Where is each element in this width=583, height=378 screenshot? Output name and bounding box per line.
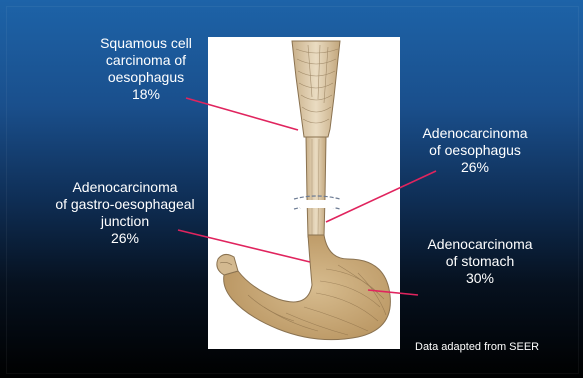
label-adenocarcinoma-gej: Adenocarcinoma of gastro-oesophageal jun… [28,179,222,247]
label-squamous-line2: carcinoma of [58,52,234,69]
label-adeno-oes-percent: 26% [390,159,560,176]
label-gej-line1: Adenocarcinoma [28,179,222,196]
label-gej-percent: 26% [28,230,222,247]
label-adenocarcinoma-stomach: Adenocarcinoma of stomach 30% [395,236,565,287]
anatomy-illustration-panel [208,37,400,349]
label-stomach-line1: Adenocarcinoma [395,236,565,253]
label-squamous-percent: 18% [58,86,234,103]
label-squamous-cell-carcinoma: Squamous cell carcinoma of oesophagus 18… [58,35,234,103]
oesophagus-stomach-illustration [208,37,400,349]
label-squamous-line1: Squamous cell [58,35,234,52]
label-gej-line3: junction [28,213,222,230]
label-adenocarcinoma-oesophagus: Adenocarcinoma of oesophagus 26% [390,125,560,176]
label-gej-line2: of gastro-oesophageal [28,196,222,213]
duodenum [217,254,238,275]
label-adeno-oes-line2: of oesophagus [390,142,560,159]
label-stomach-line2: of stomach [395,253,565,270]
label-squamous-line3: oesophagus [58,69,234,86]
pharynx [292,41,340,137]
stomach [224,235,391,340]
label-stomach-percent: 30% [395,270,565,287]
label-adeno-oes-line1: Adenocarcinoma [390,125,560,142]
oesophagus-tube [306,137,326,237]
source-note: Data adapted from SEER [415,341,575,354]
